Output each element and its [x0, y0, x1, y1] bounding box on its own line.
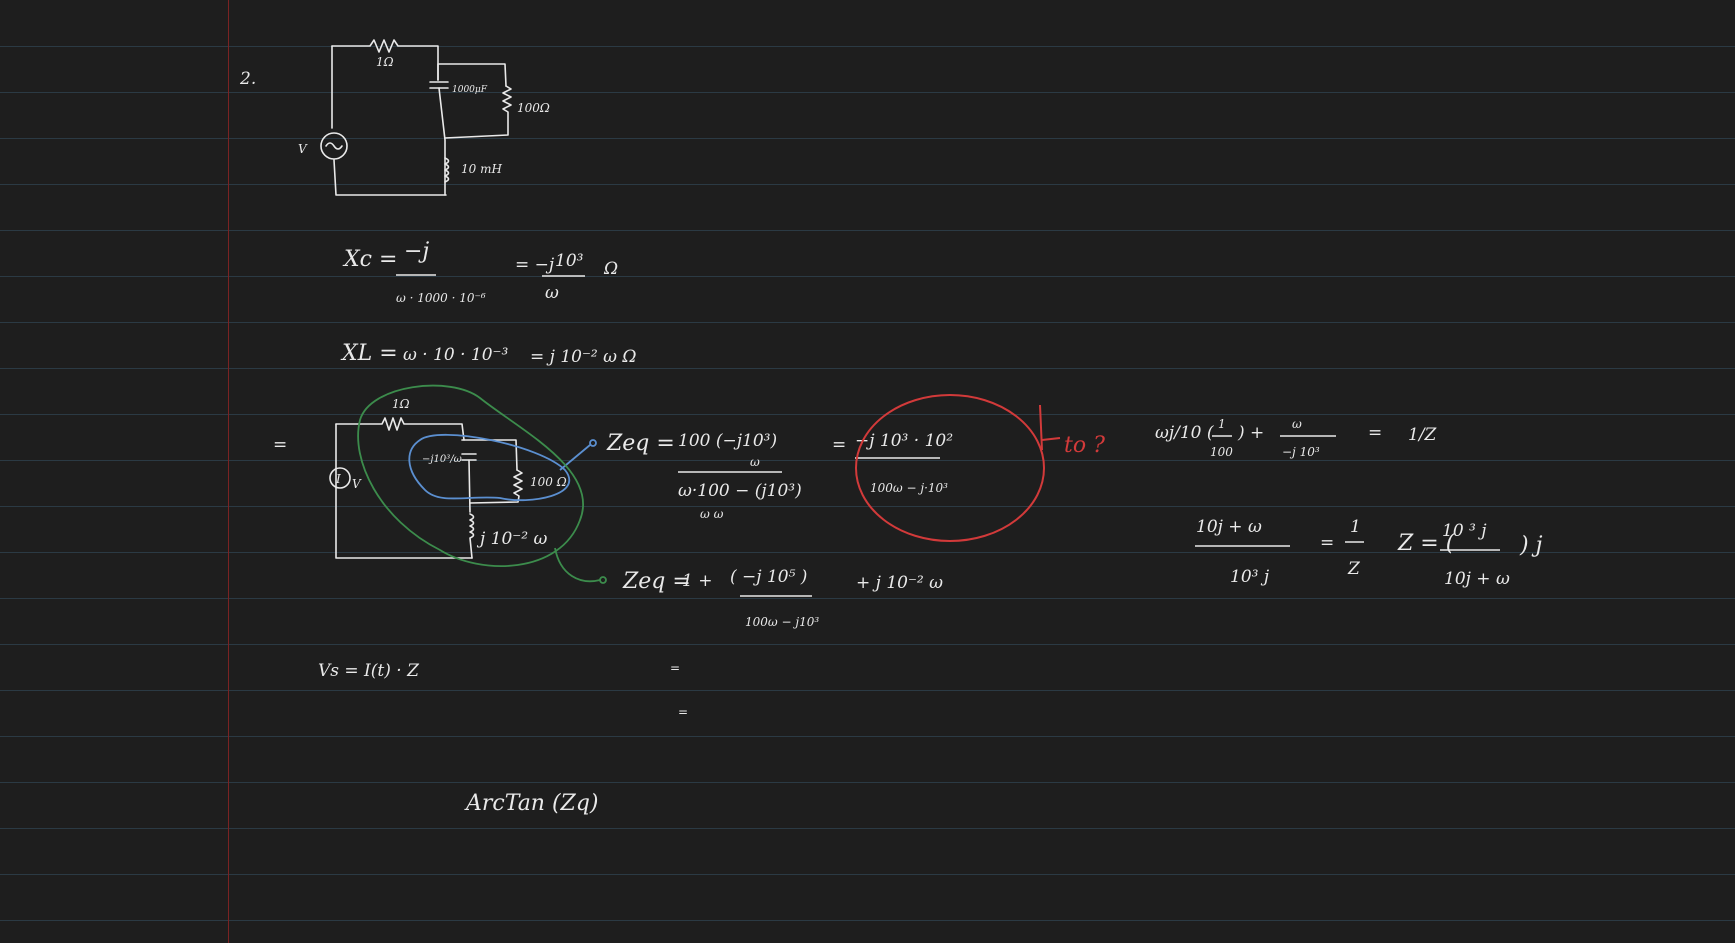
rc-line2-rhs-den: Z [1347, 559, 1361, 579]
rc-line1-left: ωj/10 ( [1155, 423, 1214, 443]
rc-line2-z-num: 10 ³ j [1442, 521, 1487, 541]
label-inductor: 10 mH [461, 162, 502, 176]
zeq2-tail: + j 10⁻² ω [856, 573, 943, 593]
rc-line1-frac-den: 100 [1210, 445, 1233, 459]
c2-label-r1: 1Ω [392, 397, 410, 411]
xl-lhs: XL = [340, 341, 398, 366]
right-calculation: ωj/10 ( 1 100 ) + ω −j 10³ = 1/Z 10j + ω… [1155, 417, 1543, 589]
rc-line1-frac-num: 1 [1218, 417, 1226, 431]
ruling-line [0, 782, 1735, 783]
rc-line2-z-tail: ) j [1519, 533, 1543, 558]
ruling-line [0, 368, 1735, 369]
ac-source-icon [320, 132, 348, 160]
xc-lhs: Xc = [342, 247, 397, 272]
ruling-line [0, 828, 1735, 829]
ruling-line [0, 92, 1735, 93]
label-r2: 100Ω [517, 101, 550, 115]
rc-line1-rhs: 1/Z [1408, 425, 1438, 445]
rc-line2-rhs-num: 1 [1350, 517, 1361, 537]
xl-mid: ω · 10 · 10⁻³ [403, 345, 509, 365]
vs-equation: Vs = I(t) · Z [318, 661, 420, 681]
zeq-second: Zeq = 1 + ( −j 10⁵ ) 100ω − j10³ + j 10⁻… [622, 567, 943, 629]
blue-grouping-loop [408, 433, 570, 502]
equals-b: = [678, 705, 688, 719]
xc-den2: ω [545, 283, 559, 303]
label-r1: 1Ω [376, 55, 394, 69]
ruling-line [0, 598, 1735, 599]
circuit-diagram-1: 1Ω 1000μF 100Ω 10 mH V [298, 39, 550, 196]
rc-line1-frac2-num: ω [1292, 417, 1302, 431]
c2-label-r2: 100 Ω [530, 475, 567, 489]
xc-num2: 10³ [555, 251, 584, 271]
zeq1-boxed-num: −j 10³ · 10² [855, 431, 953, 451]
ruling-line [0, 506, 1735, 507]
equals-a: = [670, 661, 680, 675]
c2-label-v: V [352, 477, 362, 491]
ruling-line [0, 460, 1735, 461]
c2-label-i: I [335, 472, 341, 486]
red-note: to ? [1064, 433, 1105, 458]
zeq-first: Zeq = 100 (−j10³) ω ω·100 − (j10³) ω ω =… [606, 431, 953, 521]
zeq2-lhs: Zeq = [622, 569, 691, 594]
xc-den: ω · 1000 · 10⁻⁶ [396, 291, 486, 305]
rc-line1-mid: ) + [1237, 423, 1264, 443]
xc-unit: Ω [603, 259, 618, 279]
equals-sign: = [273, 435, 287, 455]
label-source: V [298, 142, 308, 156]
zeq2-lead: 1 + [682, 571, 712, 591]
problem-number: 2. [239, 69, 256, 89]
rc-line2-eq: = [1320, 533, 1334, 553]
c2-label-ind: j 10⁻² ω [476, 529, 547, 549]
red-highlight-circle [855, 394, 1045, 542]
arctan-expression: ArcTan (Zq) [464, 791, 599, 816]
zeq1-num-div: ω [750, 455, 760, 469]
red-arrow-mark [1039, 404, 1061, 451]
zeq1-den: ω·100 − (j10³) [678, 481, 802, 501]
ruling-line [0, 276, 1735, 277]
label-capacitor: 1000μF [452, 85, 488, 95]
ruling-line [0, 690, 1735, 691]
xl-rhs: = j 10⁻² ω Ω [530, 347, 637, 367]
xl-equation: XL = ω · 10 · 10⁻³ = j 10⁻² ω Ω [340, 341, 637, 367]
ruling-line [0, 644, 1735, 645]
ruling-line [0, 552, 1735, 553]
ruling-line [0, 874, 1735, 875]
xc-equation: Xc = −j ω · 1000 · 10⁻⁶ = −j 10³ ω Ω [342, 239, 618, 305]
rc-line1-frac2-den: −j 10³ [1282, 445, 1320, 459]
zeq1-boxed-den: 100ω − j·10³ [870, 481, 948, 495]
zeq1-den-div: ω ω [700, 507, 724, 521]
rc-line2-num: 10j + ω [1196, 517, 1262, 537]
current-source-icon [329, 467, 351, 489]
green-grouping-loop [357, 384, 584, 567]
xc-eq: = −j [515, 255, 555, 275]
rc-line1-eq: = [1368, 423, 1382, 443]
circuit-diagram-2: 1Ω −j10³/ω 100 Ω j 10⁻² ω I V [329, 397, 567, 559]
zeq1-num: 100 (−j10³) [678, 431, 777, 451]
ruling-line [0, 920, 1735, 921]
ruling-line [0, 230, 1735, 231]
c2-label-cap: −j10³/ω [422, 454, 462, 465]
rc-line2-den: 10³ j [1230, 567, 1270, 587]
ruling-line [0, 736, 1735, 737]
margin-line [228, 0, 229, 943]
ruling-line [0, 46, 1735, 47]
rc-line2-z-den: 10j + ω [1444, 569, 1510, 589]
zeq1-lhs: Zeq = [606, 431, 675, 456]
ruling-line [0, 184, 1735, 185]
ruling-line [0, 414, 1735, 415]
zeq1-eq: = [832, 435, 846, 455]
zeq2-den: 100ω − j10³ [745, 615, 819, 629]
rc-line2-z: Z = ( [1397, 531, 1455, 556]
zeq2-num: ( −j 10⁵ ) [730, 567, 807, 587]
xc-num: −j [404, 239, 429, 264]
ruling-line [0, 138, 1735, 139]
ruling-line [0, 322, 1735, 323]
